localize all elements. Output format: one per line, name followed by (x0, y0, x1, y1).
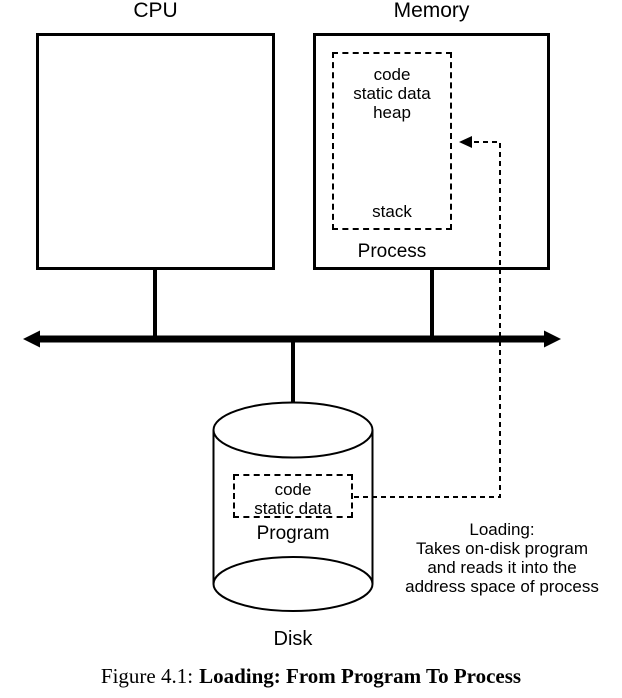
bus-right-arrowhead-icon (544, 330, 561, 348)
cpu-title: CPU (133, 0, 178, 22)
memory-title: Memory (393, 0, 470, 22)
memory-box (313, 33, 550, 270)
program-label: Program (256, 523, 330, 544)
figure-caption-number: Figure 4.1: (100, 664, 194, 688)
segment-static-data: static data (353, 84, 431, 103)
disk-label: Disk (273, 628, 313, 650)
cpu-box (36, 33, 275, 270)
figure-caption: Figure 4.1:Loading: From Program To Proc… (0, 664, 622, 688)
segment-stack: stack (372, 202, 412, 221)
disk-cylinder (212, 401, 374, 612)
disk-cylinder-bottom-ellipse (212, 556, 374, 612)
process-top-segments: code static data heap (334, 65, 450, 122)
loading-arrow-path (354, 141, 501, 498)
figure-caption-title: Loading: From Program To Process (199, 664, 522, 688)
bus-left-arrowhead-icon (23, 330, 40, 348)
loading-arrowhead-icon (459, 136, 472, 148)
program-segment-static-data: static data (254, 499, 332, 518)
program-segment-code: code (274, 480, 312, 499)
loading-note-line-2: Takes on-disk program (416, 539, 588, 558)
process-address-space-box: code static data heap stack (332, 52, 452, 230)
program-box: code static data (233, 474, 353, 518)
loading-note-line-1: Loading: (469, 520, 535, 539)
process-label: Process (357, 241, 427, 262)
loading-note: Loading: Takes on-disk program and reads… (386, 520, 618, 596)
program-segments: code static data (235, 480, 351, 518)
disk-cylinder-top-ellipse (212, 401, 374, 459)
loading-note-line-4: address space of process (405, 577, 599, 596)
segment-heap: heap (373, 103, 411, 122)
segment-code: code (373, 65, 411, 84)
loading-note-line-3: and reads it into the (427, 558, 577, 577)
